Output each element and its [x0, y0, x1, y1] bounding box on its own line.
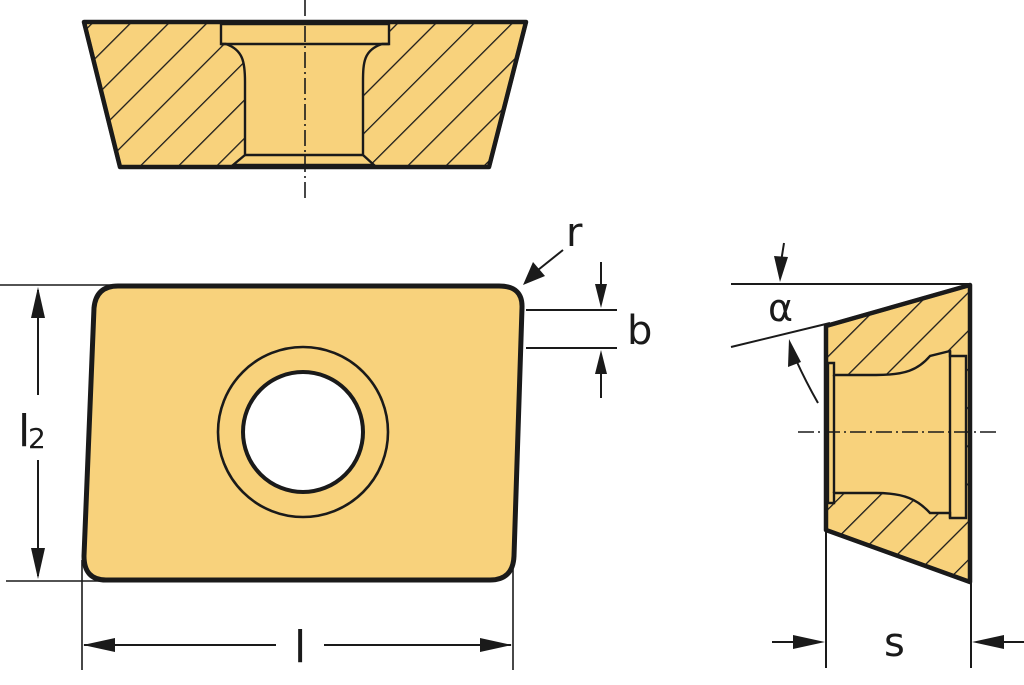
dimension-s: s [772, 620, 1024, 666]
dimension-b: b [526, 262, 652, 398]
plan-view: l 2 l r b [0, 210, 652, 673]
dimension-l2: l 2 [18, 287, 46, 579]
label-alpha: α [768, 286, 793, 330]
dimension-alpha: α [768, 242, 819, 404]
label-l: l [294, 622, 306, 673]
side-section-bore [826, 349, 968, 520]
label-l2: l [18, 406, 30, 457]
dimension-l: l [83, 622, 512, 673]
mounting-hole [241, 370, 365, 494]
label-b: b [627, 308, 652, 354]
callout-r: r [523, 210, 583, 285]
label-l2-subscript: 2 [28, 422, 46, 455]
side-section-view: α s [730, 242, 1024, 668]
top-section-view [81, 0, 529, 198]
label-s: s [884, 620, 905, 666]
label-r: r [566, 210, 583, 256]
